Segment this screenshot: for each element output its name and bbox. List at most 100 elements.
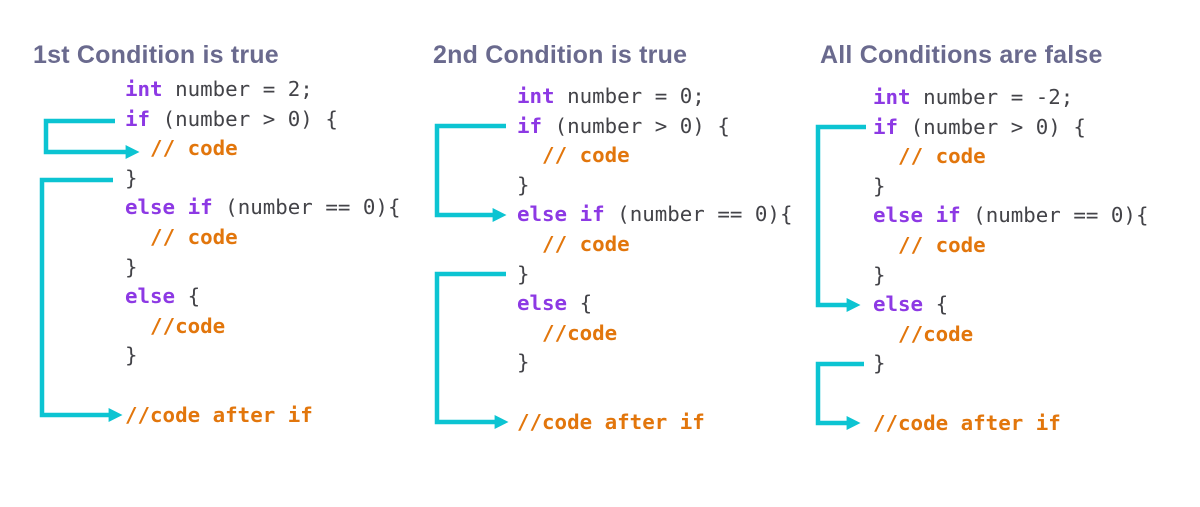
code-token-comment: //code [150, 313, 226, 338]
code-token-plain: } [517, 172, 530, 197]
code-token-plain: { [175, 284, 201, 309]
code-token-plain [125, 314, 150, 338]
code-token-keyword: else [517, 291, 568, 316]
code-token-comment: // code [542, 143, 630, 168]
code-line: } [125, 253, 400, 283]
code-line [873, 379, 1148, 409]
code-line: int number = 0; [517, 82, 792, 112]
code-token-keyword: if [125, 106, 151, 131]
code-token-comment: //code after if [873, 410, 1061, 435]
code-line: else if (number == 0){ [873, 201, 1148, 231]
code-token-plain [125, 225, 150, 249]
code-token-comment: // code [542, 231, 630, 256]
arrow-panel3-brace-to-after-if [815, 361, 864, 430]
code-line: // code [125, 134, 400, 164]
code-line: // code [517, 141, 792, 171]
arrow-panel1-brace-to-after-if [39, 177, 123, 422]
code-line: //code after if [873, 409, 1148, 439]
code-line: //code after if [517, 408, 792, 438]
code-token-plain [125, 136, 150, 160]
code-token-keyword: else [873, 292, 924, 317]
code-line: else if (number == 0){ [125, 193, 400, 223]
panel-title: 1st Condition is true [33, 41, 279, 69]
code-line: } [125, 164, 400, 194]
code-token-plain: number = 0; [554, 84, 705, 108]
code-token-plain [517, 143, 542, 167]
code-line: // code [873, 142, 1148, 172]
code-token-keyword: int [873, 85, 911, 109]
code-token-plain: } [125, 165, 138, 190]
code-token-plain: number = -2; [910, 85, 1074, 109]
code-line [517, 378, 792, 408]
code-token-plain [517, 321, 542, 345]
code-token-comment: // code [150, 136, 238, 161]
code-token-comment: // code [898, 144, 986, 169]
code-token-plain: (number > 0) { [150, 106, 338, 131]
code-line: //code after if [125, 401, 400, 431]
code-token-plain [873, 144, 898, 168]
code-token-keyword: else if [873, 203, 961, 228]
code-line: //code [125, 312, 400, 342]
code-token-plain: } [517, 261, 530, 286]
arrow-panel2-brace-to-after-if [434, 271, 509, 429]
code-token-plain: } [873, 173, 886, 198]
code-token-plain: } [873, 262, 886, 287]
code-line: else { [873, 290, 1148, 320]
code-token-keyword: else if [125, 195, 213, 220]
code-token-plain: } [517, 350, 530, 375]
code-line: else if (number == 0){ [517, 200, 792, 230]
code-line: int number = 2; [125, 75, 400, 105]
panel-title: 2nd Condition is true [433, 41, 688, 69]
code-line: } [517, 171, 792, 201]
code-token-keyword: int [125, 77, 163, 101]
code-token-plain: { [567, 291, 593, 316]
code-token-keyword: else [125, 284, 176, 309]
code-token-comment: //code after if [517, 409, 705, 434]
code-line: // code [517, 230, 792, 260]
code-token-plain: (number > 0) { [542, 113, 730, 138]
code-token-comment: //code after if [125, 402, 313, 427]
code-line: if (number > 0) { [873, 113, 1148, 143]
code-token-plain: (number == 0){ [960, 203, 1149, 228]
arrow-panel3-if-to-else [815, 124, 866, 312]
code-line: } [517, 348, 792, 378]
code-token-keyword: int [517, 84, 555, 108]
code-token-plain [873, 233, 898, 257]
code-token-plain: } [873, 351, 886, 376]
arrow-panel2-if-to-elseif [434, 123, 507, 222]
code-line: } [125, 341, 400, 371]
arrow-panel1-if-to-body [43, 118, 140, 159]
code-line: //code [517, 319, 792, 349]
code-token-comment: // code [898, 232, 986, 257]
code-line [125, 371, 400, 401]
code-block: int number = -2;if (number > 0) { // cod… [873, 83, 1148, 438]
code-token-plain: (number == 0){ [604, 202, 793, 227]
code-token-plain: (number > 0) { [898, 114, 1086, 139]
code-token-keyword: else if [517, 202, 605, 227]
code-block: int number = 2;if (number > 0) { // code… [125, 75, 400, 430]
code-line: // code [125, 223, 400, 253]
code-line: // code [873, 231, 1148, 261]
code-line: else { [125, 282, 400, 312]
panel-title: All Conditions are false [820, 41, 1103, 69]
code-token-comment: // code [150, 224, 238, 249]
code-line: else { [517, 289, 792, 319]
code-line: } [873, 349, 1148, 379]
code-token-plain: number = 2; [162, 77, 313, 101]
code-line: } [517, 260, 792, 290]
code-token-plain [873, 322, 898, 346]
code-line: } [873, 172, 1148, 202]
code-token-plain: (number == 0){ [212, 195, 401, 220]
code-token-comment: //code [542, 320, 618, 345]
code-line: //code [873, 320, 1148, 350]
code-line: if (number > 0) { [125, 105, 400, 135]
code-token-plain: } [125, 343, 138, 368]
code-block: int number = 0;if (number > 0) { // code… [517, 82, 792, 437]
code-token-keyword: if [873, 114, 899, 139]
code-token-plain: { [923, 292, 949, 317]
code-token-plain: } [125, 254, 138, 279]
code-line: if (number > 0) { [517, 112, 792, 142]
code-line: int number = -2; [873, 83, 1148, 113]
code-token-comment: //code [898, 321, 974, 346]
